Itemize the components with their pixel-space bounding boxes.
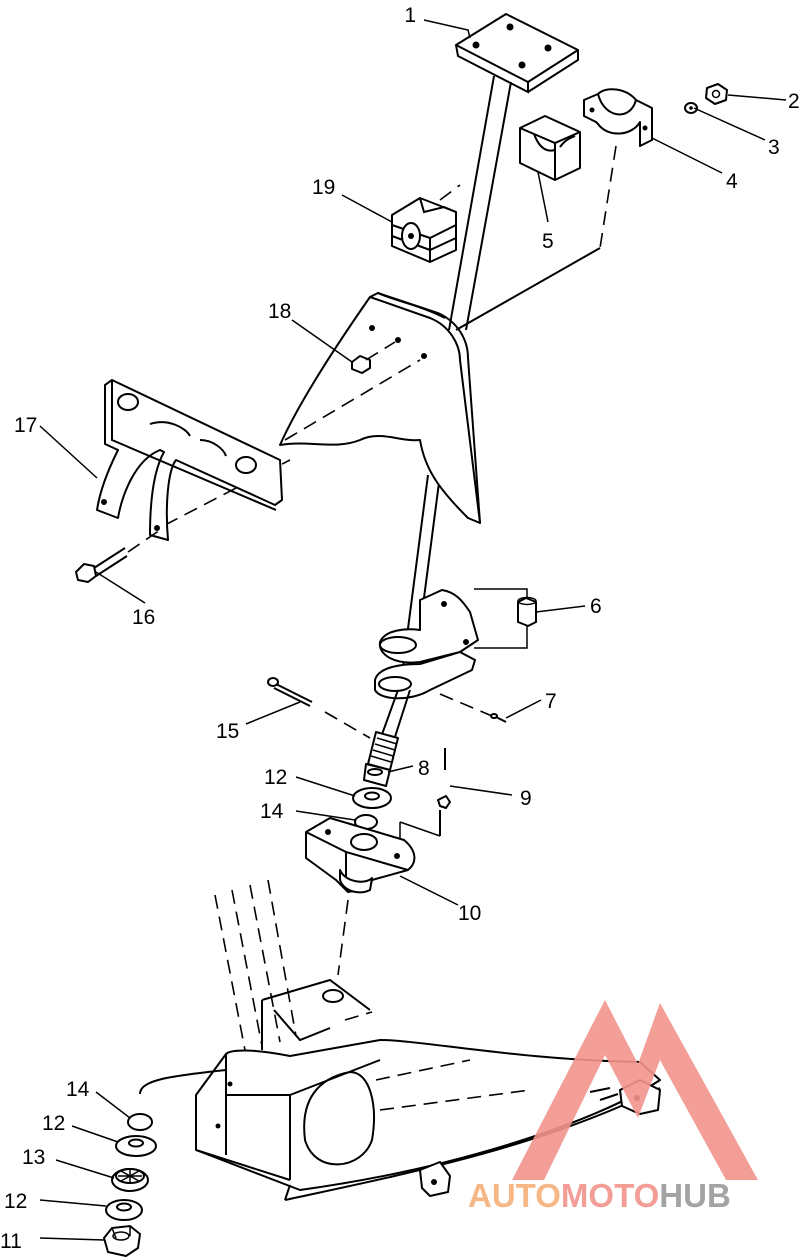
watermark-hub: HUB (659, 1177, 731, 1214)
part-12-washer-middle (115, 1135, 157, 1157)
callout-1: 1 (404, 4, 416, 27)
callout-17: 17 (14, 414, 37, 437)
callout-labels: 1 2 3 4 5 6 7 8 9 10 11 12 12 12 13 14 1… (0, 4, 800, 1253)
callout-5: 5 (542, 230, 554, 253)
callout-4: 4 (726, 170, 738, 193)
callout-14-lower: 14 (66, 1078, 90, 1101)
part-15-pin (267, 677, 371, 739)
part-9-screw (399, 748, 451, 852)
callout-18: 18 (268, 300, 291, 323)
part-13-bearing (111, 1168, 149, 1192)
part-17-bracket (96, 379, 283, 541)
part-4-clamp (455, 88, 653, 331)
part-6-steering-arm (374, 588, 537, 717)
watermark-moto: MOTO (561, 1177, 659, 1214)
callout-12-upper: 12 (264, 766, 287, 789)
part-18-screw (351, 341, 396, 374)
callout-3: 3 (768, 136, 780, 159)
callout-15: 15 (216, 720, 239, 743)
watermark-logo-mark (512, 1000, 758, 1180)
part-5-bushing (519, 115, 581, 181)
lower-shaft-spline (367, 689, 411, 771)
callout-13: 13 (22, 1146, 45, 1169)
frame-chassis (139, 879, 661, 1201)
callout-2: 2 (788, 90, 800, 113)
part-14-ring-lower (127, 1113, 153, 1131)
leader-lines (39, 19, 787, 1241)
callout-6: 6 (590, 595, 602, 618)
automotohub-watermark: AUTOMOTOHUB (468, 1000, 758, 1214)
part-1-mount-plate (455, 13, 579, 94)
main-bracket-panel (164, 291, 481, 526)
part-3-washer (684, 102, 698, 114)
part-12-washer-lower (105, 1199, 143, 1221)
part-8-shaft-end (363, 763, 391, 787)
callout-14-upper: 14 (260, 800, 284, 823)
part-10-bearing-block (305, 817, 416, 976)
part-19-bushing-block (391, 184, 461, 263)
callout-12-middle: 12 (42, 1112, 65, 1135)
part-12-washer-upper (352, 787, 392, 809)
watermark-auto: AUTO (468, 1177, 561, 1214)
callout-11: 11 (0, 1230, 22, 1253)
callout-12-lower: 12 (4, 1190, 27, 1213)
callout-16: 16 (132, 606, 155, 629)
part-16-bolt (75, 529, 161, 583)
part-11-castle-nut (103, 1225, 141, 1257)
callout-7: 7 (545, 690, 557, 713)
part-2-nut (705, 83, 728, 105)
callout-9: 9 (520, 787, 532, 810)
callout-10: 10 (458, 902, 481, 925)
part-7-cotter-pin (490, 713, 507, 723)
callout-19: 19 (312, 176, 335, 199)
svg-text:AUTOMOTOHUB: AUTOMOTOHUB (468, 1177, 731, 1214)
callout-8: 8 (418, 757, 430, 780)
